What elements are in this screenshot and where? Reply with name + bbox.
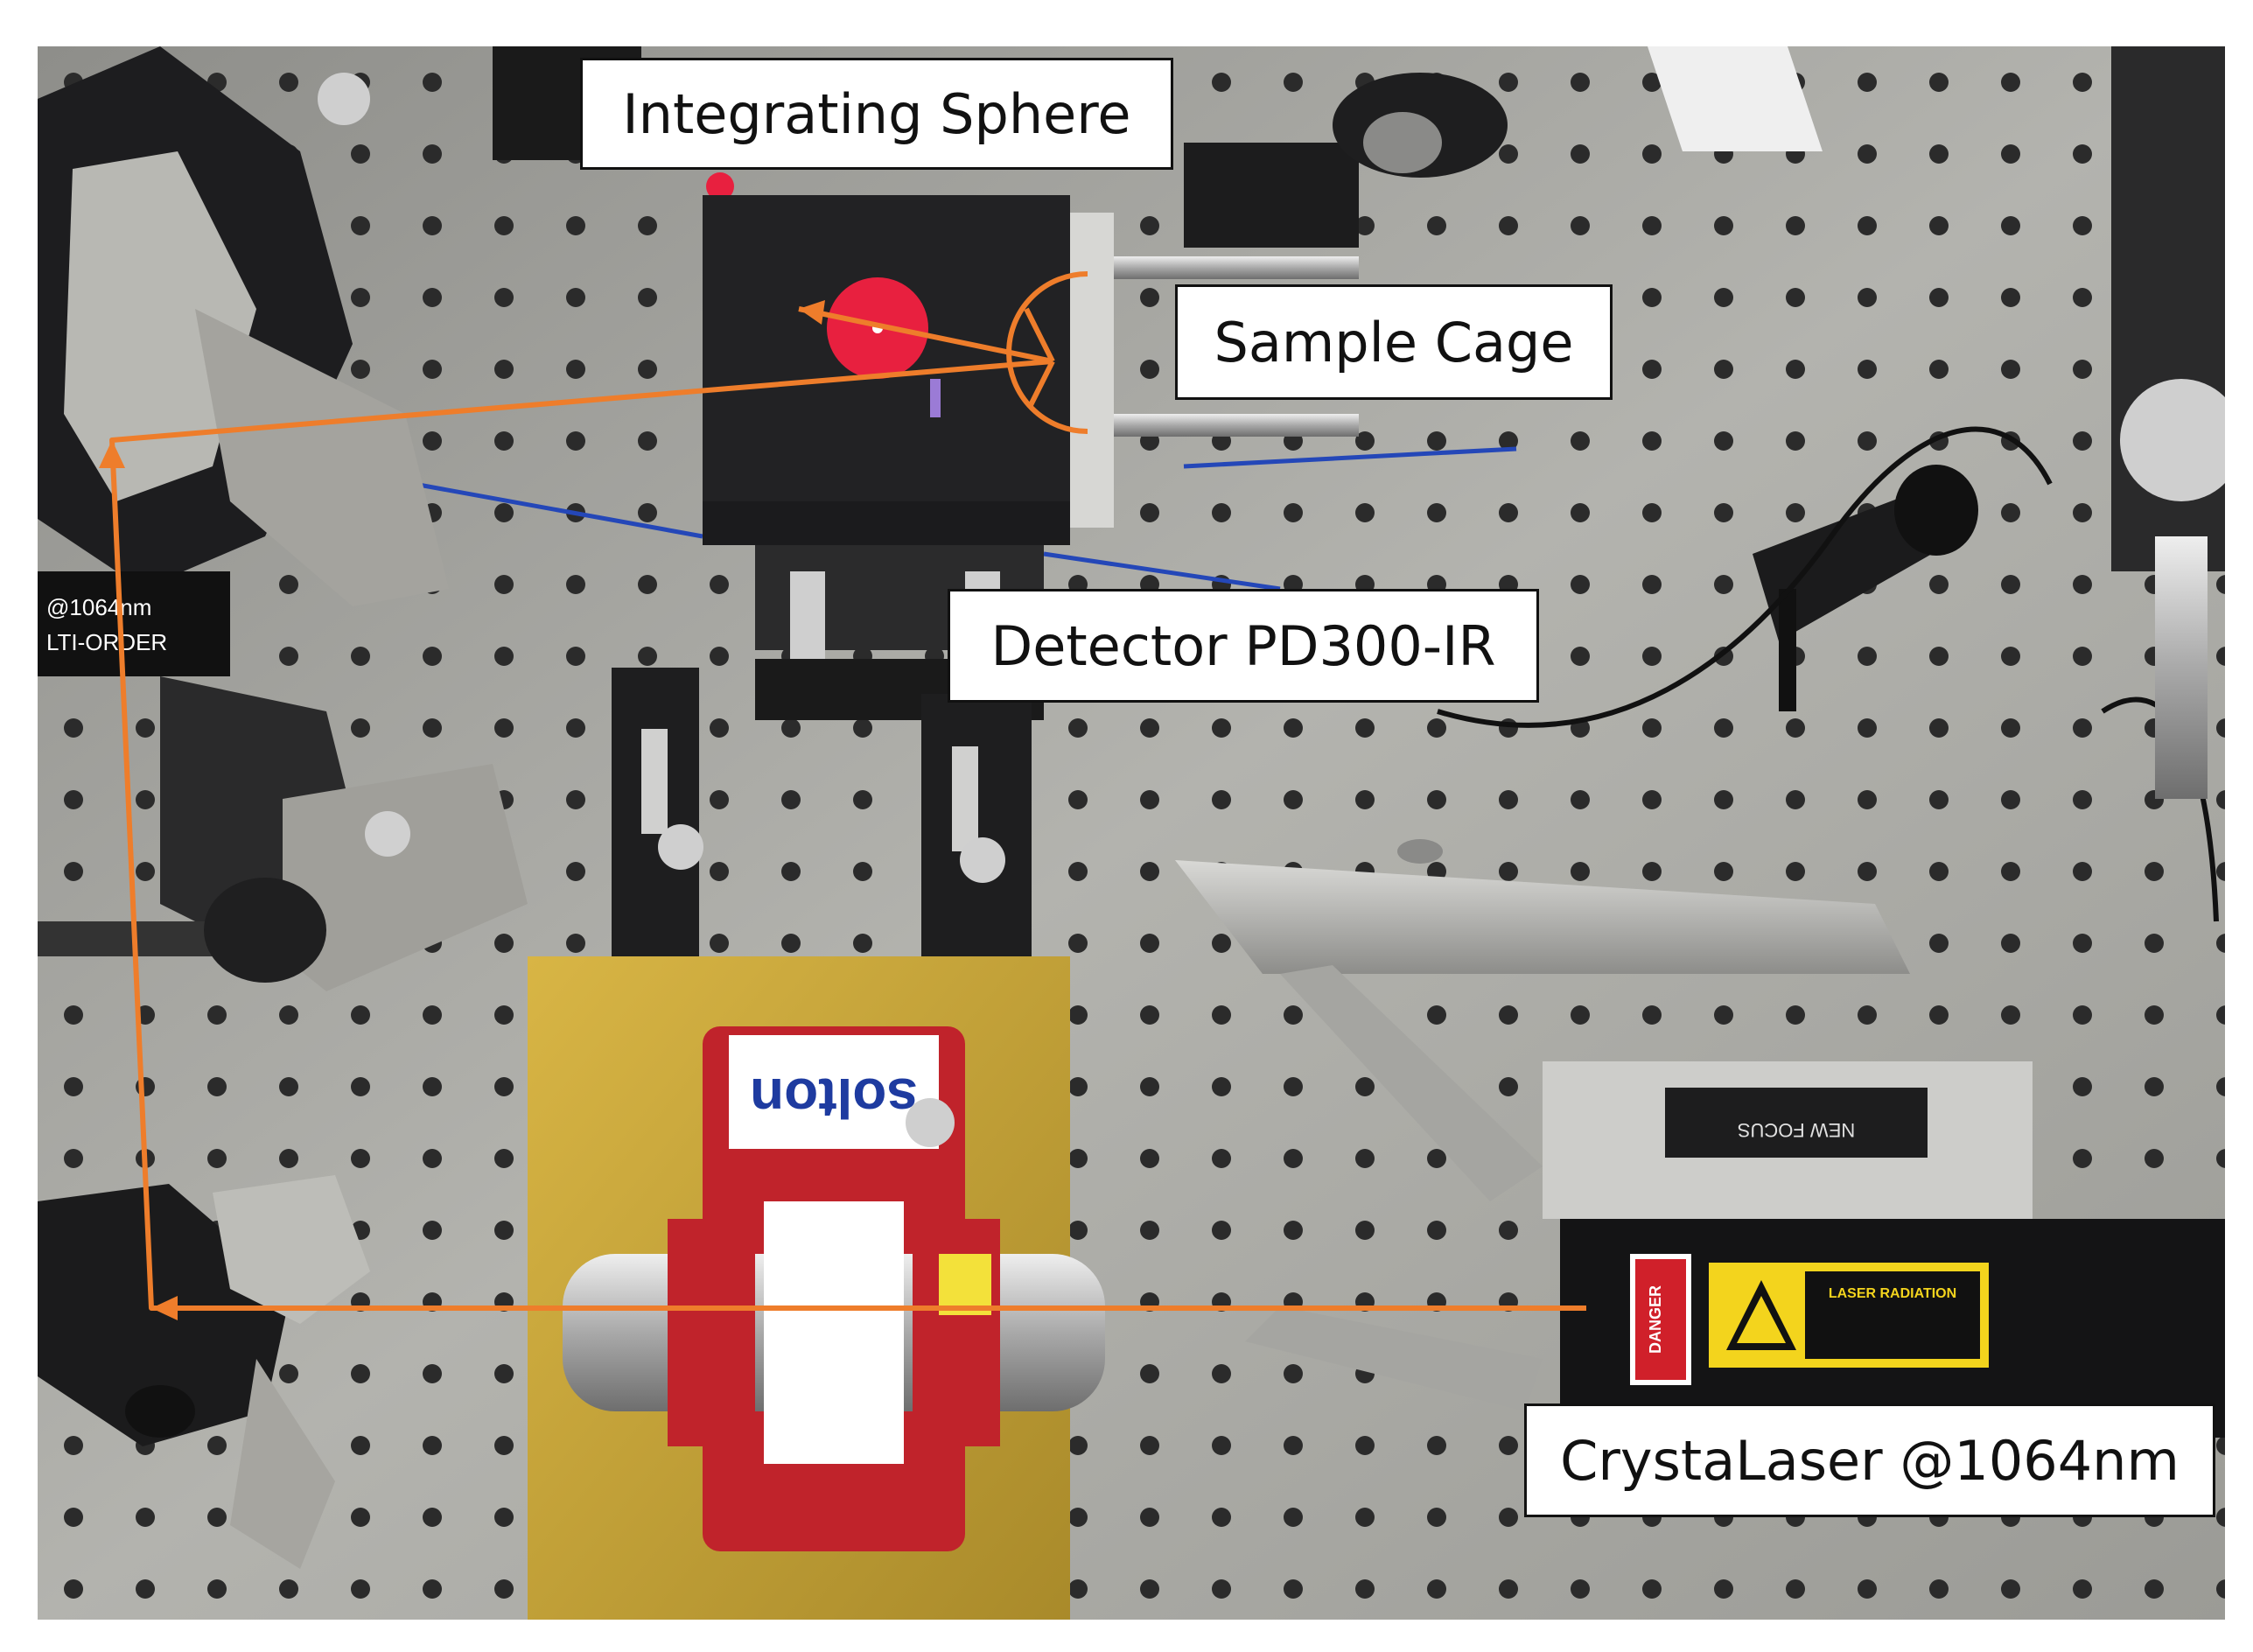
optical-bench-photo: @1064nm LTI-ORDER bbox=[38, 46, 2225, 1620]
integrating-sphere-label: Integrating Sphere bbox=[580, 58, 1173, 170]
detector-mount bbox=[612, 668, 1032, 956]
mount-brand: NEW FOCUS bbox=[1738, 1119, 1855, 1141]
sample-cage bbox=[1070, 73, 1508, 528]
laser-radiation-label: LASER RADIATION bbox=[1829, 1286, 1956, 1301]
faraday-isolator: solton bbox=[528, 956, 1105, 1620]
laser-label: CrystaLaser @1064nm bbox=[1524, 1404, 2215, 1517]
laser-danger-label: DANGER bbox=[1647, 1285, 1664, 1354]
breadboard bbox=[38, 46, 2225, 1620]
beam-path bbox=[99, 271, 1586, 1320]
laser-beam-line bbox=[109, 359, 1586, 1311]
right-side-components bbox=[1437, 46, 2225, 922]
polarizer-tag: @1064nm bbox=[46, 594, 151, 620]
crystalaser: NEW FOCUS DANGER LASER RADIATION bbox=[1543, 1061, 2225, 1438]
isolator-brand: solton bbox=[750, 1067, 918, 1130]
left-middle-mounts bbox=[38, 676, 528, 991]
bottom-left-mirror-mount bbox=[38, 1175, 370, 1569]
polarizer-tag-2: LTI-ORDER bbox=[46, 629, 167, 655]
laser-mount-plate bbox=[1175, 839, 1910, 1411]
sample-cage-label: Sample Cage bbox=[1175, 284, 1613, 400]
detector-label: Detector PD300-IR bbox=[948, 589, 1539, 703]
sample-arc bbox=[1006, 271, 1088, 434]
